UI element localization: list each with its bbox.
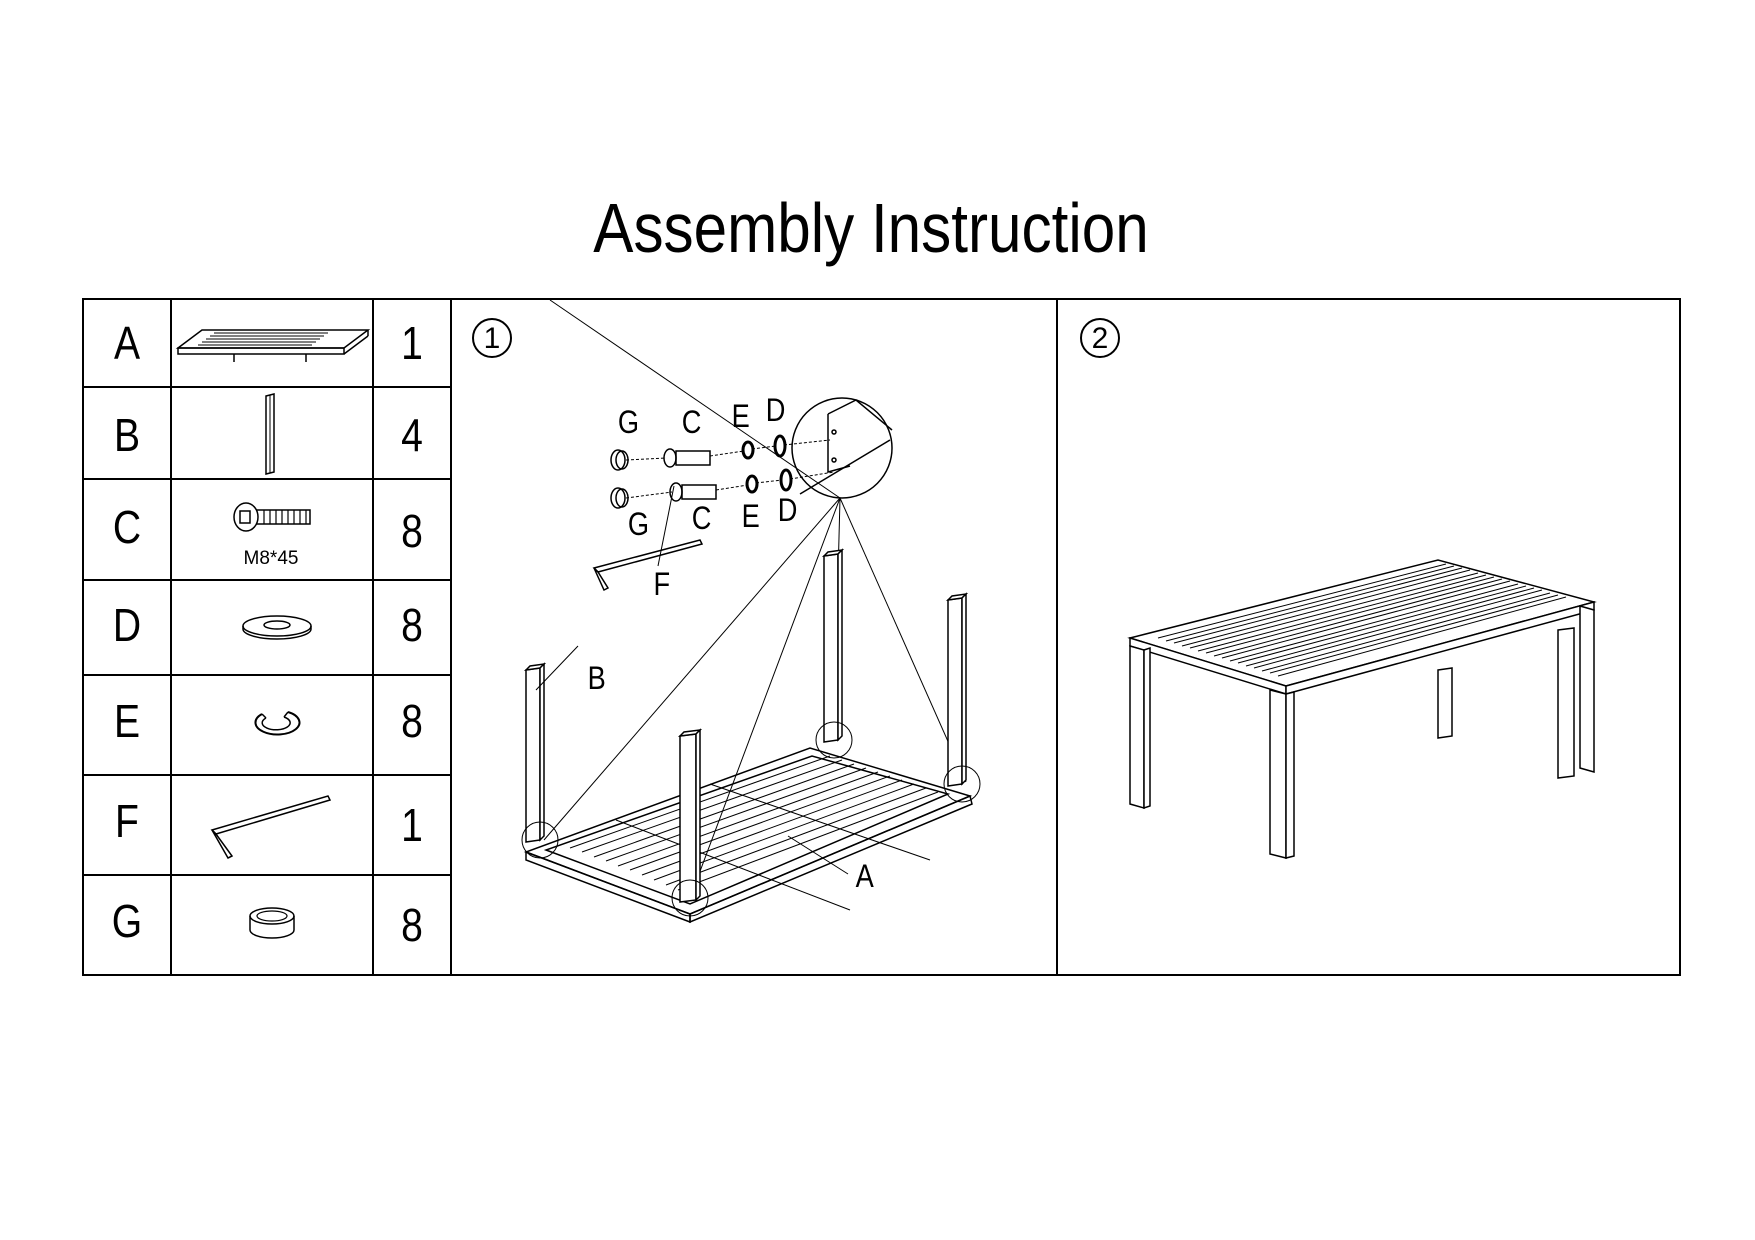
allen-key-icon	[210, 795, 332, 859]
divider	[170, 300, 172, 974]
part-letter: C	[112, 501, 142, 553]
label-e: E	[731, 398, 750, 434]
step-1-diagram	[521, 299, 981, 924]
instruction-table: A 1 B 4 C 8 M8*45 D 8	[82, 298, 1681, 976]
label-f: F	[653, 566, 671, 602]
cap-icon	[249, 907, 295, 939]
part-qty: 8	[401, 695, 423, 747]
label-e: E	[741, 498, 760, 534]
divider	[84, 774, 450, 776]
tabletop-icon	[175, 329, 371, 362]
part-qty: 8	[401, 505, 423, 557]
divider	[84, 478, 450, 480]
part-qty: 8	[401, 899, 423, 951]
part-qty: 8	[401, 599, 423, 651]
label-a: A	[855, 858, 874, 894]
part-qty: 1	[401, 799, 423, 851]
divider	[84, 386, 450, 388]
assembled-table-diagram	[1127, 559, 1597, 859]
part-letter: E	[113, 695, 141, 747]
part-letter: F	[115, 795, 139, 847]
flat-washer-icon	[242, 615, 312, 640]
divider	[84, 874, 450, 876]
label-g: G	[627, 506, 650, 542]
part-qty: 1	[401, 317, 423, 369]
label-g: G	[617, 404, 640, 440]
part-spec: M8*45	[243, 548, 299, 569]
leg-icon	[265, 393, 275, 475]
label-b: B	[587, 660, 606, 696]
bolt-icon	[233, 502, 311, 532]
part-letter: G	[111, 895, 143, 947]
part-letter: B	[113, 409, 141, 461]
divider	[84, 579, 450, 581]
divider	[450, 300, 452, 974]
part-qty: 4	[401, 409, 423, 461]
label-c: C	[681, 404, 702, 440]
step-number: 2	[1080, 318, 1120, 358]
divider	[372, 300, 374, 974]
divider	[1056, 300, 1058, 974]
spring-washer-icon	[254, 711, 301, 736]
part-letter: D	[112, 599, 142, 651]
step-number: 1	[472, 318, 512, 358]
label-d: D	[777, 492, 798, 528]
label-d: D	[765, 392, 786, 428]
part-letter: A	[113, 317, 141, 369]
divider	[84, 674, 450, 676]
page-title: Assembly Instruction	[593, 189, 1149, 267]
label-c: C	[691, 500, 712, 536]
